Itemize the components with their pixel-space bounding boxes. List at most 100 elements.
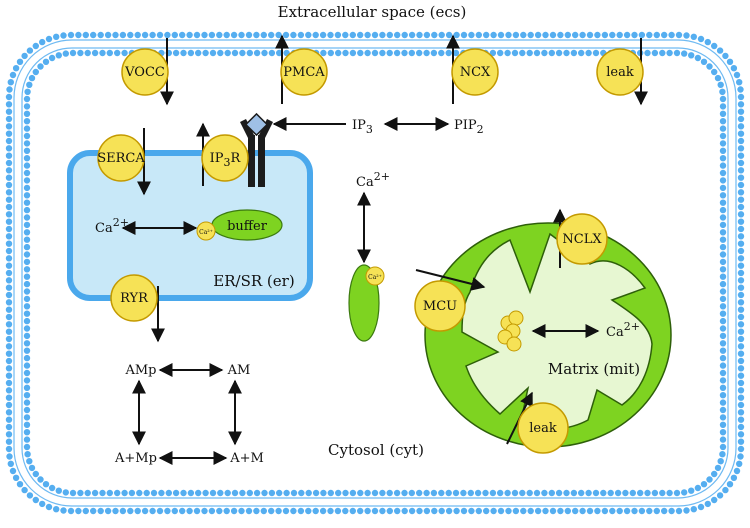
- membrane-outer-bead: [563, 506, 572, 515]
- membrane-outer-bead: [96, 30, 105, 39]
- membrane-outer-bead: [5, 100, 13, 109]
- membrane-outer-bead: [593, 30, 602, 39]
- a-mp-label: A+Mp: [114, 451, 157, 466]
- membrane-inner-bead: [385, 49, 394, 58]
- membrane-inner-bead: [719, 339, 728, 348]
- membrane-outer-bead: [608, 506, 617, 515]
- membrane-outer-bead: [737, 298, 746, 307]
- membrane-outer-bead: [737, 261, 746, 270]
- membrane-outer-bead: [710, 495, 719, 504]
- membrane-outer-bead: [737, 408, 746, 417]
- membrane-inner-bead: [22, 361, 31, 370]
- membrane-outer-bead: [737, 129, 746, 138]
- membrane-outer-bead: [5, 378, 13, 387]
- membrane-outer-bead: [5, 166, 13, 175]
- membrane-outer-bead: [81, 30, 90, 39]
- membrane-inner-bead: [562, 49, 571, 58]
- membrane-inner-bead: [719, 191, 728, 200]
- membrane-outer-bead: [571, 30, 580, 39]
- membrane-outer-bead: [737, 371, 746, 380]
- membrane-inner-bead: [22, 354, 31, 363]
- ncx-label: NCX: [460, 65, 491, 80]
- membrane-outer-bead: [467, 506, 476, 515]
- membrane-outer-bead: [430, 506, 439, 515]
- membrane-outer-bead: [737, 217, 746, 226]
- membrane-outer-bead: [5, 202, 13, 211]
- membrane-inner-bead: [22, 257, 31, 266]
- membrane-outer-bead: [615, 506, 624, 515]
- membrane-inner-bead: [230, 488, 239, 497]
- membrane-outer-bead: [289, 30, 298, 39]
- membrane-inner-bead: [415, 49, 424, 58]
- membrane-outer-bead: [474, 30, 483, 39]
- membrane-inner-bead: [584, 488, 593, 497]
- pmca-circle: [280, 48, 328, 96]
- membrane-outer-bead: [737, 100, 746, 109]
- membrane-inner-bead: [714, 74, 723, 83]
- membrane-inner-bead: [525, 488, 534, 497]
- membrane-outer-bead: [12, 473, 21, 482]
- membrane-inner-bead: [569, 488, 578, 497]
- membrane-inner-bead: [496, 49, 505, 58]
- buffer-label: buffer: [227, 219, 268, 234]
- membrane-outer-bead: [482, 506, 491, 515]
- membrane-outer-bead: [267, 30, 276, 39]
- membrane-outer-bead: [630, 30, 639, 39]
- membrane-inner-bead: [719, 265, 728, 274]
- membrane-inner-bead: [22, 213, 31, 222]
- membrane-outer-bead: [319, 30, 328, 39]
- membrane-inner-bead: [363, 49, 372, 58]
- membrane-inner-bead: [157, 488, 166, 497]
- membrane-inner-bead: [25, 457, 34, 466]
- membrane-inner-bead: [687, 486, 696, 495]
- membrane-outer-bead: [689, 32, 698, 41]
- membrane-inner-bead: [673, 49, 682, 58]
- membrane-inner-bead: [245, 488, 254, 497]
- membrane-inner-bead: [658, 488, 667, 497]
- membrane-outer-bead: [5, 437, 13, 446]
- membrane-outer-bead: [408, 30, 417, 39]
- membrane-outer-bead: [111, 30, 120, 39]
- membrane-inner-bead: [363, 488, 372, 497]
- membrane-inner-bead: [260, 488, 269, 497]
- calmodulin-ca-label: Ca²⁺: [368, 274, 382, 281]
- membrane-outer-bead: [682, 31, 691, 40]
- membrane-outer-bead: [593, 506, 602, 515]
- mitochondrion: Matrix (mit) Ca2+: [424, 222, 672, 448]
- membrane-outer-bead: [737, 232, 746, 241]
- membrane-outer-bead: [104, 506, 113, 515]
- membrane-outer-bead: [400, 30, 409, 39]
- membrane-outer-bead: [185, 506, 194, 515]
- membrane-inner-bead: [105, 49, 114, 58]
- membrane-inner-bead: [69, 49, 78, 58]
- membrane-outer-bead: [5, 349, 13, 358]
- membrane-inner-bead: [705, 475, 714, 484]
- membrane-inner-bead: [319, 488, 328, 497]
- membrane-outer-bead: [67, 30, 76, 39]
- membrane-inner-bead: [22, 428, 31, 437]
- membrane-outer-bead: [608, 30, 617, 39]
- membrane-outer-bead: [5, 180, 13, 189]
- membrane-outer-bead: [192, 506, 201, 515]
- membrane-outer-bead: [5, 415, 13, 424]
- membrane-outer-bead: [737, 166, 746, 175]
- membrane-outer-bead: [118, 506, 127, 515]
- membrane-outer-bead: [185, 30, 194, 39]
- membrane-outer-bead: [630, 506, 639, 515]
- membrane-outer-bead: [289, 506, 298, 515]
- membrane-inner-bead: [356, 49, 365, 58]
- membrane-inner-bead: [693, 483, 702, 492]
- membrane-inner-bead: [592, 49, 601, 58]
- membrane-outer-bead: [467, 30, 476, 39]
- membrane-inner-bead: [719, 117, 728, 126]
- membrane-outer-bead: [703, 38, 712, 47]
- membrane-outer-bead: [459, 506, 468, 515]
- membrane-outer-bead: [5, 239, 13, 248]
- membrane-inner-bead: [719, 109, 728, 118]
- membrane-outer-bead: [296, 30, 305, 39]
- membrane-outer-bead: [5, 276, 13, 285]
- membrane-outer-bead: [356, 30, 365, 39]
- vocc-circle: [121, 48, 169, 96]
- membrane-outer-bead: [689, 505, 698, 514]
- membrane-inner-bead: [718, 450, 727, 459]
